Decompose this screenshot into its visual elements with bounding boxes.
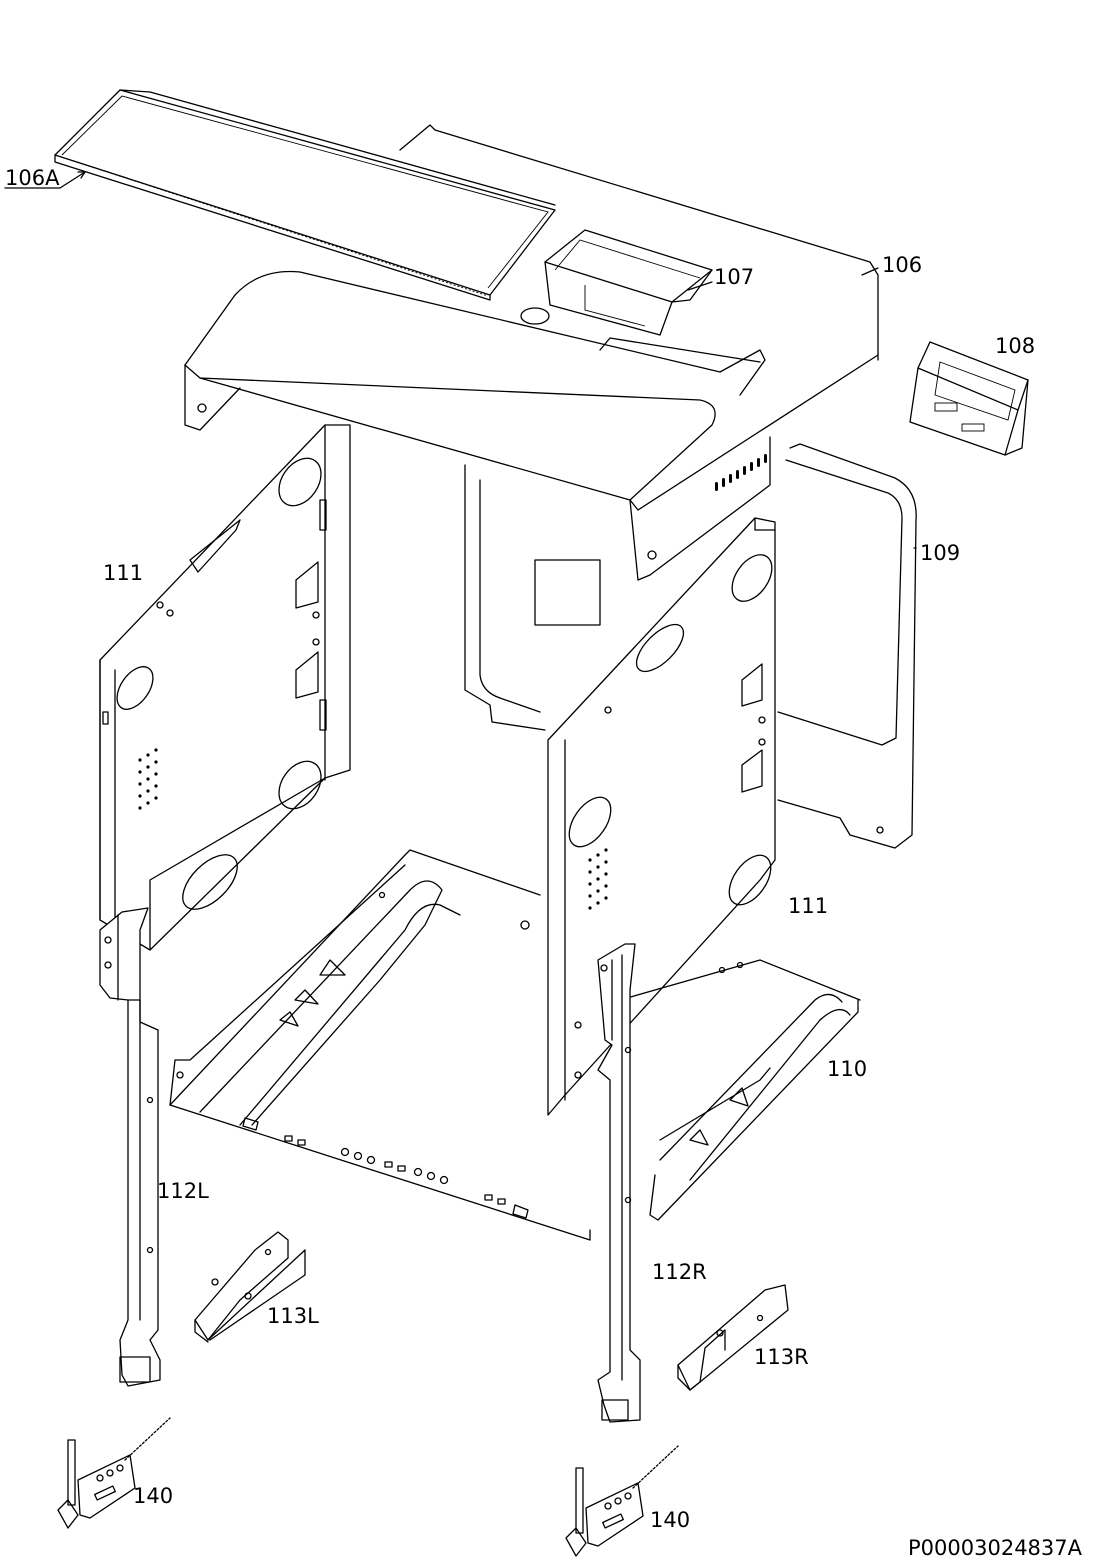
- part-112L-left-rail: [99, 907, 161, 1387]
- label-112L: 112L: [157, 1179, 209, 1203]
- part-140-right-hinge: [565, 1445, 679, 1557]
- part-111-left-side-panel: [99, 424, 351, 951]
- label-107: 107: [714, 265, 754, 289]
- label-111-right: 111: [788, 894, 828, 918]
- leader-lines: [4, 171, 917, 549]
- part-106A-insulation-strip: [54, 89, 556, 301]
- part-106-top-cover: [184, 124, 879, 581]
- part-107-box: [544, 229, 713, 336]
- part-113R-right-bracket: [677, 1284, 789, 1391]
- label-109: 109: [920, 541, 960, 565]
- label-110: 110: [827, 1057, 867, 1081]
- part-140-left-hinge: [57, 1417, 171, 1529]
- part-113L-left-bracket: [194, 1231, 306, 1343]
- label-111-left: 111: [103, 561, 143, 585]
- label-112R: 112R: [652, 1260, 707, 1284]
- part-109-rear-panel: [464, 443, 917, 849]
- label-140-left: 140: [133, 1484, 173, 1508]
- label-106A: 106A: [5, 166, 60, 190]
- part-110-base-frame: [169, 849, 861, 1241]
- part-108-control-bracket: [909, 341, 1029, 456]
- part-112R-right-rail: [597, 943, 641, 1423]
- label-140-right: 140: [650, 1508, 690, 1532]
- label-113L: 113L: [267, 1304, 319, 1328]
- label-108: 108: [995, 334, 1035, 358]
- label-113R: 113R: [754, 1345, 809, 1369]
- drawing-id: P00003024837A: [908, 1536, 1083, 1560]
- label-106: 106: [882, 253, 922, 277]
